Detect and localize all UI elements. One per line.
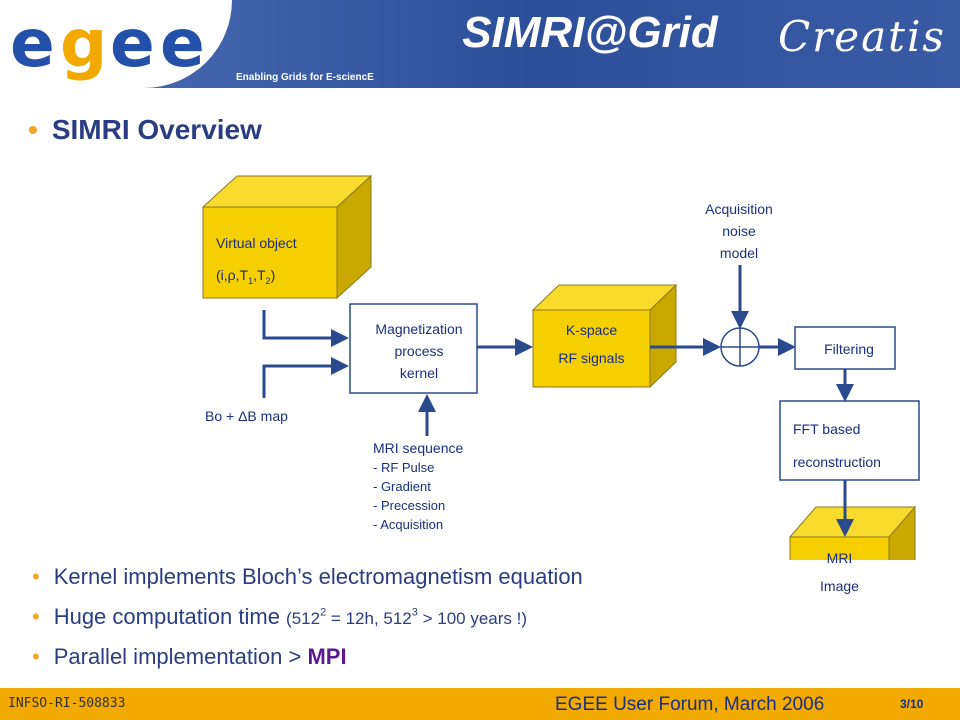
logo-letter-3: e	[110, 5, 155, 82]
kspace-cube	[531, 283, 678, 389]
bullet-dot-icon: •	[28, 114, 38, 145]
sequence-item: - RF Pulse	[373, 460, 435, 475]
virtual-object-cube	[201, 174, 373, 300]
virtual-object-label: Virtual object (i,ρ,T1,T2)	[216, 227, 297, 297]
sequence-item: - Gradient	[373, 479, 431, 494]
filtering-label: Filtering	[824, 341, 874, 357]
logo-letter-1: e	[10, 5, 55, 82]
bullet-dot-icon: •	[32, 604, 40, 629]
mri-sequence-block: MRI sequence - RF Pulse - Gradient - Pre…	[373, 439, 463, 534]
footer-page-number: 3/10	[900, 697, 924, 711]
summation-junction-icon	[720, 327, 760, 367]
bullet-kernel: •Kernel implements Bloch’s electromagnet…	[32, 564, 583, 589]
kernel-box	[349, 303, 478, 394]
virtual-object-title: Virtual object	[216, 235, 297, 251]
arrow-fieldmap-to-kernel	[262, 357, 349, 398]
logo-letter-2: g	[60, 5, 107, 82]
bullet-dot-icon: •	[32, 564, 40, 589]
page-title: SIMRI@Grid	[462, 8, 718, 57]
mri-sequence-title: MRI sequence	[373, 440, 464, 456]
egee-logo: e g e e	[10, 5, 205, 82]
logo-letter-4: e	[160, 5, 205, 82]
slide-heading-text: SIMRI Overview	[51, 114, 262, 145]
bullet-computation-time: •Huge computation time (5122 = 12h, 5123…	[32, 604, 528, 629]
footer-bar	[0, 688, 960, 720]
footer-project-id: INFSO-RI-508833	[8, 696, 126, 711]
mri-image-label: MRI Image	[820, 550, 859, 594]
footer-event: EGEE User Forum, March 2006	[555, 694, 825, 715]
kspace-label: K-space RF signals	[558, 322, 625, 366]
bullet-dot-icon: •	[32, 644, 40, 669]
creatis-logo: Creatis	[778, 12, 946, 61]
tagline: Enabling Grids for E-sciencE	[236, 72, 374, 83]
sequence-item: - Precession	[373, 498, 446, 513]
slide-heading: • SIMRI Overview	[28, 114, 262, 146]
kernel-label: Magnetization process kernel	[375, 321, 463, 381]
noise-model-label: Acquisition noise model	[705, 201, 773, 261]
virtual-object-params: (i,ρ,T1,T2)	[216, 267, 276, 286]
fft-box	[779, 400, 920, 481]
bullet-parallel: •Parallel implementation > MPI	[32, 644, 347, 669]
logo-area: e g e e	[0, 0, 232, 88]
arrow-object-to-kernel	[262, 310, 349, 347]
filtering-box	[794, 326, 896, 370]
field-map-label: Bo + ΔB map	[205, 408, 288, 424]
fft-label: FFT based reconstruction	[793, 421, 881, 470]
sequence-item: - Acquisition	[373, 517, 444, 532]
simri-diagram	[201, 174, 920, 560]
